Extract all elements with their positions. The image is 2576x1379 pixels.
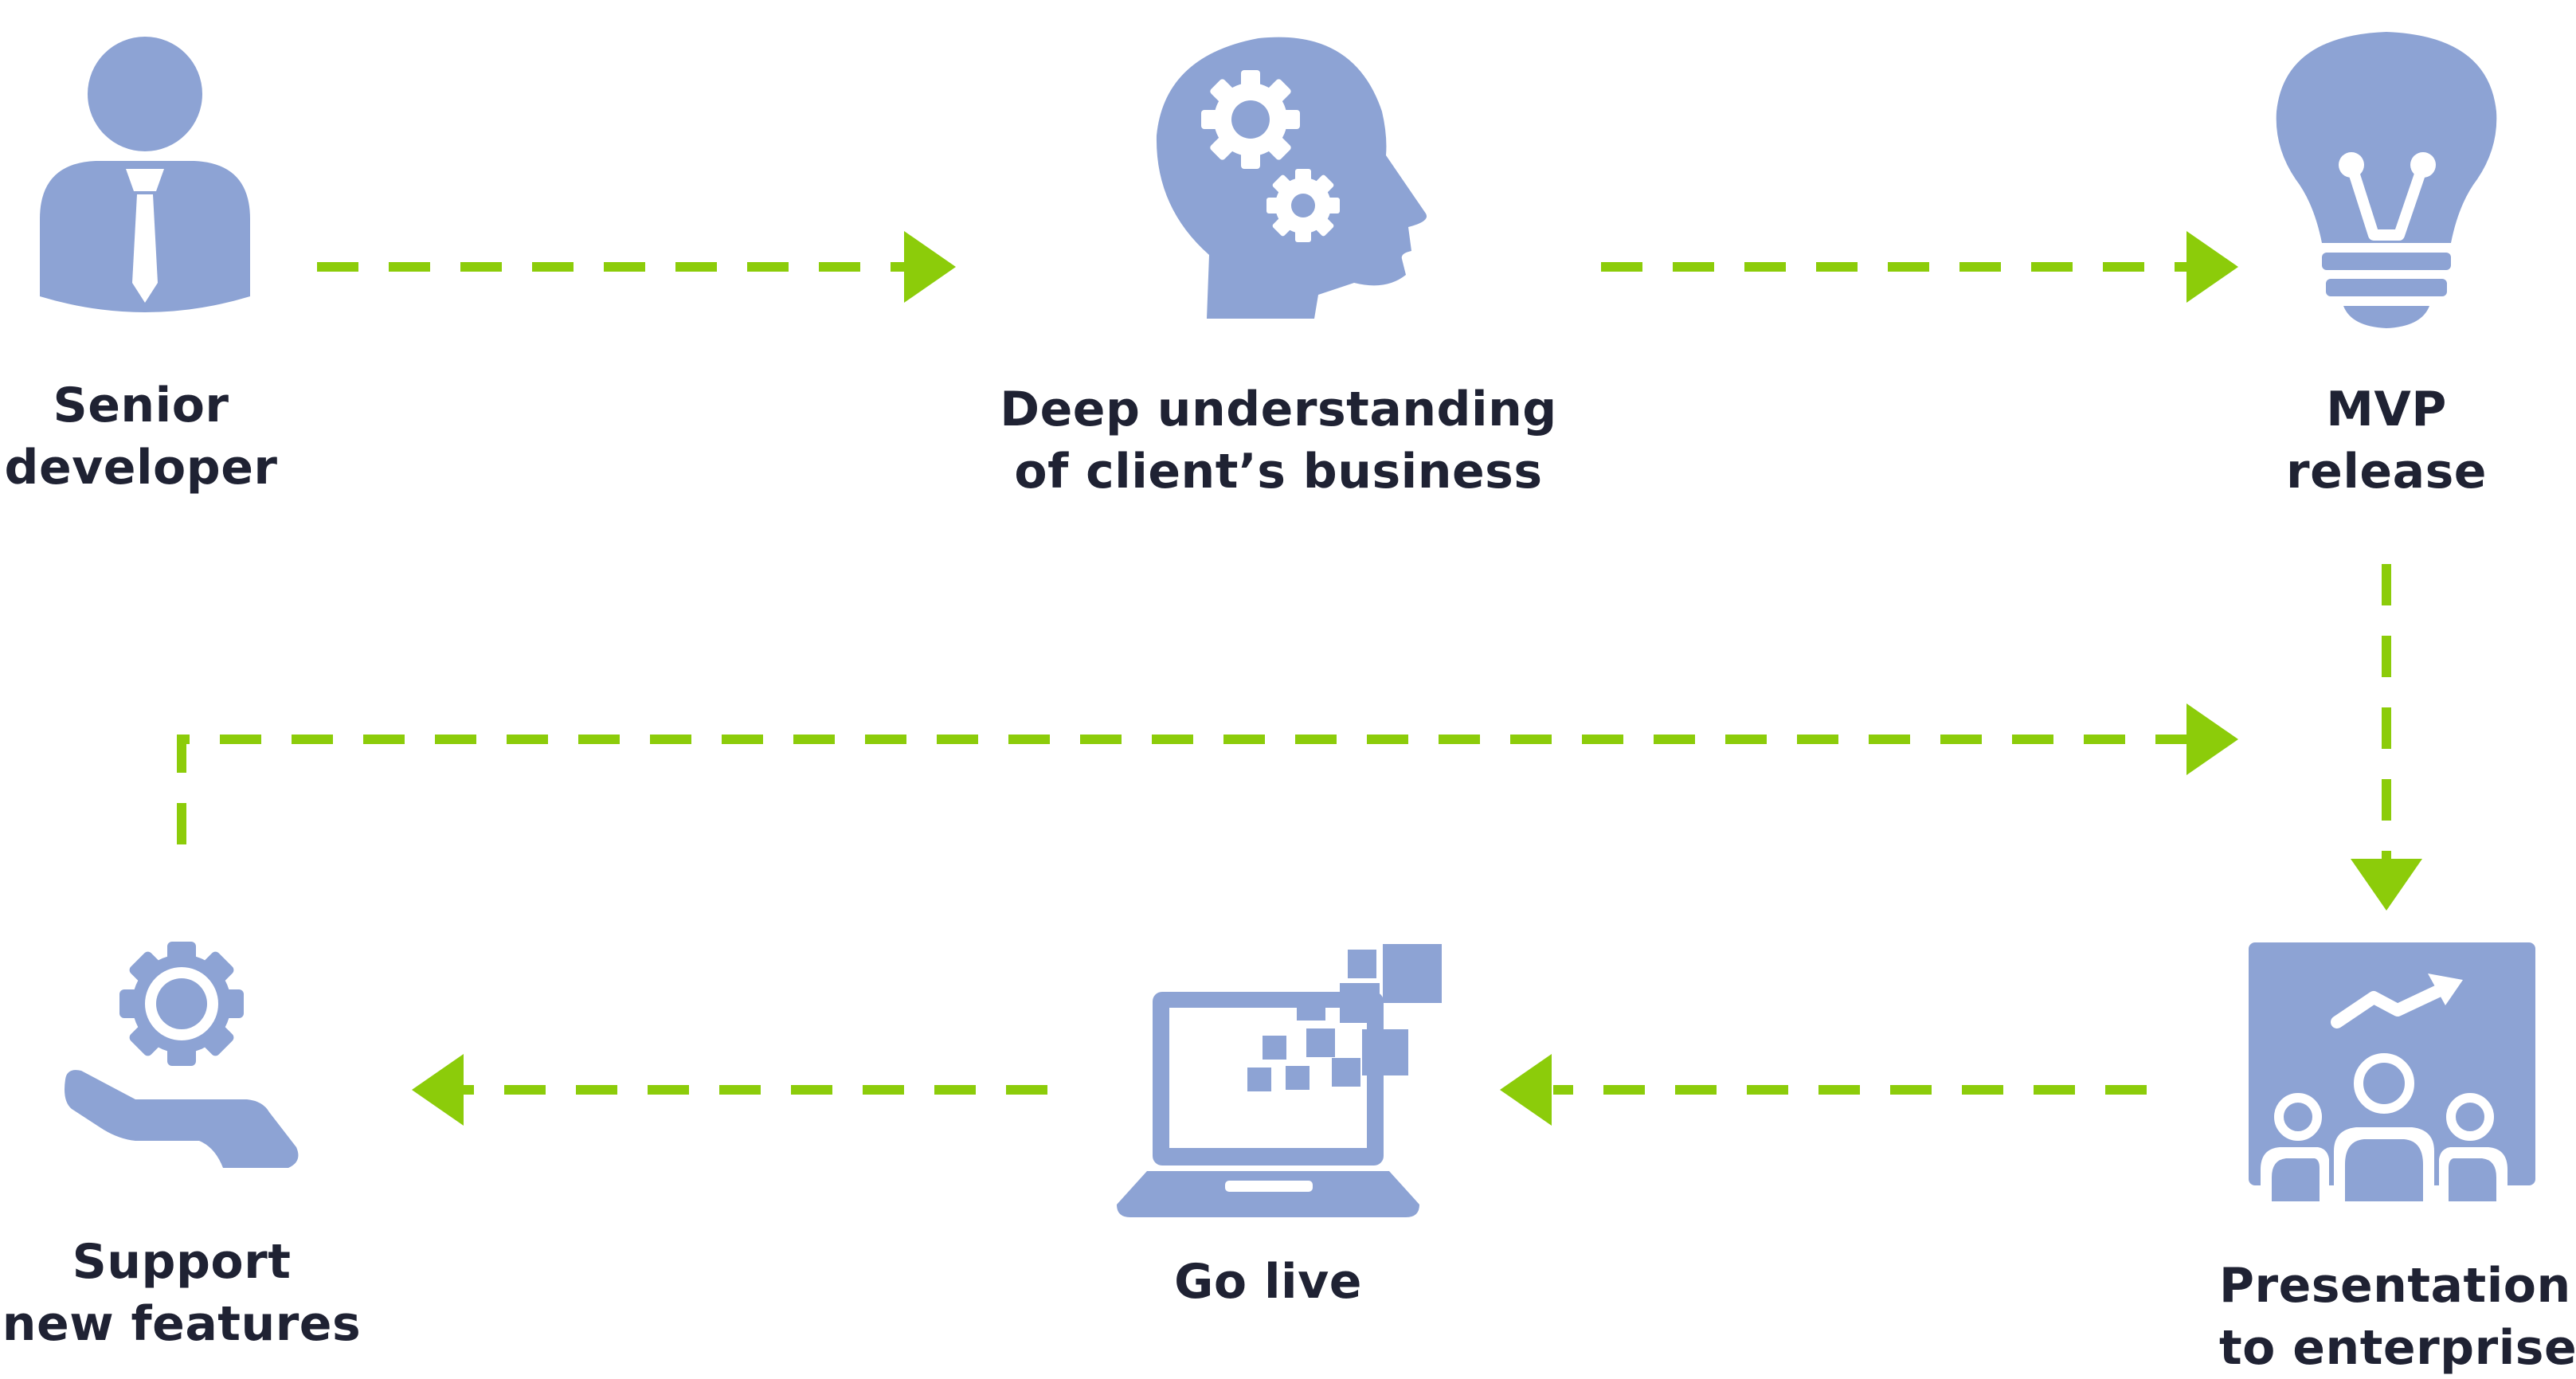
arrows xyxy=(177,262,2391,1095)
label-support: Support new features xyxy=(2,1234,362,1352)
arrowhead-left-2 xyxy=(412,1054,464,1126)
label-go-live: Go live xyxy=(1174,1254,1362,1310)
laptop-pixels-icon xyxy=(1117,944,1442,1217)
presentation-board-icon xyxy=(2249,942,2535,1201)
label-senior-developer: Senior developer xyxy=(4,378,278,496)
arrowhead-left-1 xyxy=(1500,1054,1552,1126)
label-deep-understanding: Deep understanding of client’s business xyxy=(1000,382,1557,499)
label-mvp-release: MVP release xyxy=(2286,382,2487,499)
lightbulb-icon xyxy=(2276,32,2497,328)
label-presentation: Presentation to enterprise xyxy=(2219,1258,2576,1376)
arrowhead-right-3 xyxy=(2186,703,2238,775)
arrowhead-right-2 xyxy=(2186,231,2238,303)
hand-gear-icon xyxy=(65,942,299,1168)
arrowhead-down xyxy=(2351,859,2422,911)
businessman-icon xyxy=(40,37,250,312)
arrowheads xyxy=(412,231,2422,1126)
arrow-support-to-presentation xyxy=(177,735,2200,844)
arrowhead-right-1 xyxy=(904,231,956,303)
head-gears-icon xyxy=(1156,37,1427,319)
